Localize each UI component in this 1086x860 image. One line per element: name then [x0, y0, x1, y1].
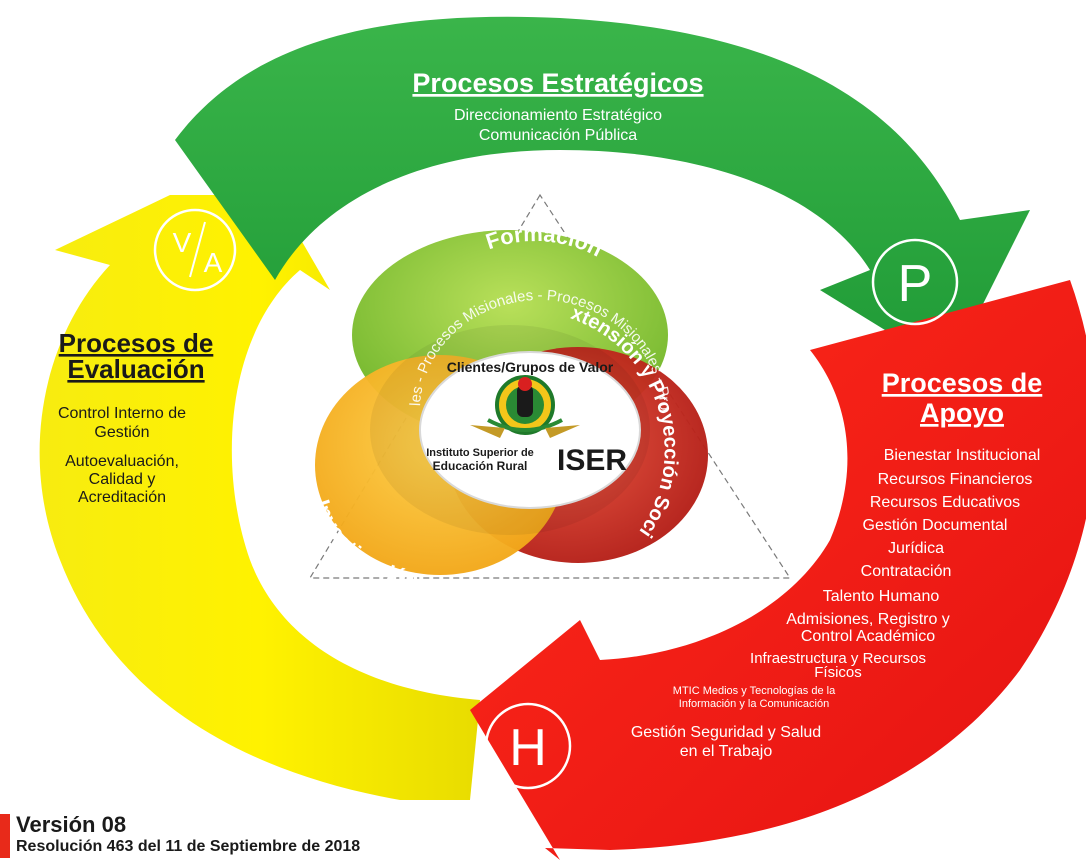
apoyo-item: Contratación	[861, 563, 952, 580]
estrategicos-item-2: Comunicación Pública	[479, 127, 637, 144]
evaluacion-arrow	[39, 195, 480, 800]
evaluacion-title-line1: Procesos de	[59, 328, 214, 358]
footer-accent-bar	[0, 814, 10, 858]
apoyo-item: Control Académico	[801, 628, 935, 645]
apoyo-item: Gestión Documental	[863, 517, 1008, 534]
apoyo-item: Admisiones, Registro y	[786, 611, 950, 628]
apoyo-item: Información y la Comunicación	[679, 698, 829, 710]
apoyo-item: Físicos	[814, 664, 862, 681]
misionales-core	[315, 230, 708, 575]
estrategicos-arrow	[175, 16, 1030, 370]
verificar-actuar-badge: V A	[153, 208, 237, 292]
apoyo-item: MTIC Medios y Tecnologías de la	[673, 685, 836, 697]
institute-acronym: ISER	[557, 444, 627, 477]
resolution-label: Resolución 463 del 11 de Septiembre de 2…	[16, 838, 361, 855]
apoyo-item: Gestión Seguridad y Salud	[631, 724, 821, 741]
estrategicos-item-1: Direccionamiento Estratégico	[454, 107, 662, 124]
apoyo-item: Infraestructura y Recursos	[750, 650, 926, 667]
apoyo-item: Recursos Financieros	[878, 471, 1033, 488]
apoyo-item: en el Trabajo	[680, 743, 773, 760]
apoyo-item: Recursos Educativos	[870, 494, 1020, 511]
svg-text:A: A	[204, 247, 223, 278]
apoyo-arrow	[470, 280, 1086, 860]
evaluacion-item: Autoevaluación,	[65, 453, 179, 470]
svg-text:V: V	[173, 227, 192, 258]
estrategicos-title: Procesos Estratégicos	[412, 68, 703, 98]
institute-name-line2: Educación Rural	[433, 459, 528, 473]
apoyo-item: Jurídica	[888, 540, 944, 557]
institute-name-line1: Instituto Superior de	[426, 447, 534, 459]
apoyo-item: Bienestar Institucional	[884, 447, 1041, 464]
hacer-badge: H	[484, 702, 572, 790]
planear-badge: P	[871, 238, 959, 326]
evaluacion-title-line2: Evaluación	[67, 354, 204, 384]
clientes-label: Clientes/Grupos de Valor	[447, 359, 614, 375]
evaluacion-item: Calidad y	[89, 471, 156, 488]
version-label: Versión 08	[16, 812, 127, 837]
evaluacion-items: Control Interno de Gestión Autoevaluació…	[58, 405, 186, 506]
svg-text:H: H	[509, 719, 547, 777]
apoyo-items: Bienestar Institucional Recursos Financi…	[631, 447, 1040, 760]
apoyo-title-line1: Procesos de	[882, 368, 1043, 398]
apoyo-item: Talento Humano	[823, 588, 940, 605]
svg-text:P: P	[898, 255, 933, 313]
evaluacion-item: Control Interno de	[58, 405, 186, 422]
evaluacion-item: Gestión	[94, 424, 149, 441]
iser-emblem	[470, 375, 580, 438]
evaluacion-item: Acreditación	[78, 489, 166, 506]
apoyo-title-line2: Apoyo	[920, 398, 1004, 428]
